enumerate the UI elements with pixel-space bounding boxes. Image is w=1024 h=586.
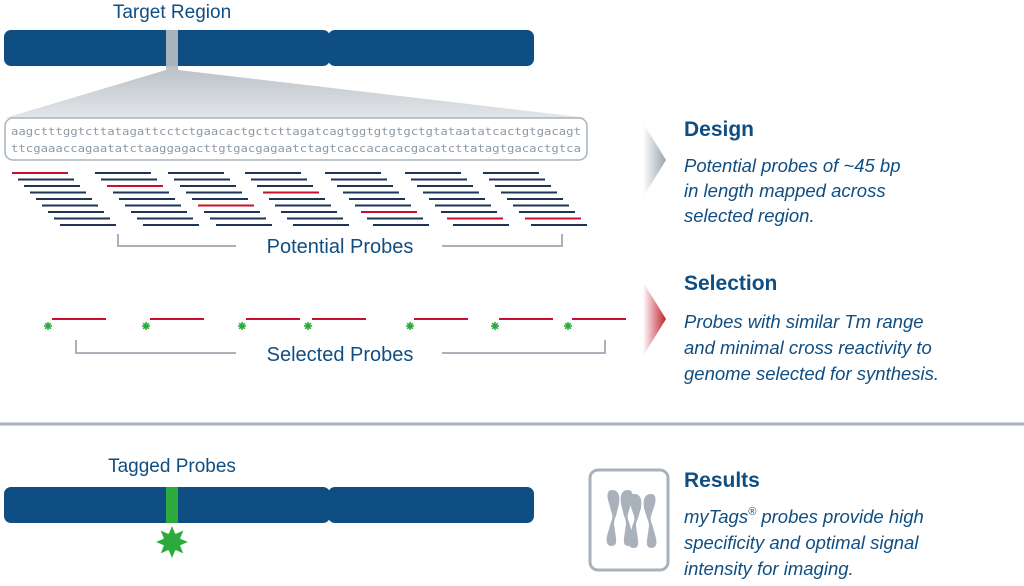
results-title: Results [684, 469, 760, 492]
design-title: Design [684, 118, 754, 141]
sequence-line-1: aagctttggtcttatagattcctctgaacactgctcttag… [11, 126, 581, 138]
selected-probes-label: Selected Probes [267, 344, 414, 366]
sequence-box [4, 117, 588, 161]
selection-arrow-icon [643, 282, 666, 356]
potential-probes-bracket [117, 234, 563, 247]
tagged-probes-label: Tagged Probes [108, 456, 236, 477]
selection-desc-line-2: and minimal cross reactivity to [684, 337, 932, 358]
results-desc-line-3: intensity for imaging. [684, 558, 854, 579]
design-arrow-icon [643, 123, 666, 197]
tagged-region-marker [166, 487, 178, 523]
tag-star-icon [304, 322, 312, 330]
potential-probes-grid [12, 172, 587, 226]
target-chromosome [4, 30, 534, 66]
chromosome-icon [588, 468, 670, 572]
target-region-marker [166, 30, 178, 66]
selection-desc-line-1: Probes with similar Tm range [684, 311, 924, 332]
tag-star-icon [491, 322, 499, 330]
brand-name: myTags [684, 506, 748, 527]
registered-mark: ® [748, 506, 757, 518]
selection-title: Selection [684, 272, 777, 295]
design-desc-line-1: Potential probes of ~45 bp [684, 155, 901, 176]
tag-star-icon [564, 322, 572, 330]
tag-star-icon [44, 322, 52, 330]
selection-desc-line-3: genome selected for synthesis. [684, 363, 939, 384]
potential-probes-label: Potential Probes [267, 236, 414, 258]
results-desc-line-1: myTags® probes provide high [684, 506, 924, 527]
tag-star-icon [406, 322, 414, 330]
tag-star-icon [142, 322, 150, 330]
results-desc-line-2: specificity and optimal signal [684, 532, 919, 553]
chromosome-arm-right [328, 30, 534, 66]
sequence-line-2: ttcgaaaccagaatatctaaggagacttgtgacgagaatc… [11, 143, 581, 155]
selected-probes-row [44, 318, 626, 330]
zoom-wedge [5, 66, 588, 118]
design-desc-line-3: selected region. [684, 205, 815, 226]
design-desc-line-2: in length mapped across [684, 180, 886, 201]
tagged-chromosome [4, 487, 534, 523]
tag-star-icon [238, 322, 246, 330]
target-region-label: Target Region [113, 2, 231, 23]
fluorescent-tag-icon [156, 526, 188, 558]
chromosome-arm-right [328, 487, 534, 523]
selected-probes-bracket [75, 340, 606, 354]
